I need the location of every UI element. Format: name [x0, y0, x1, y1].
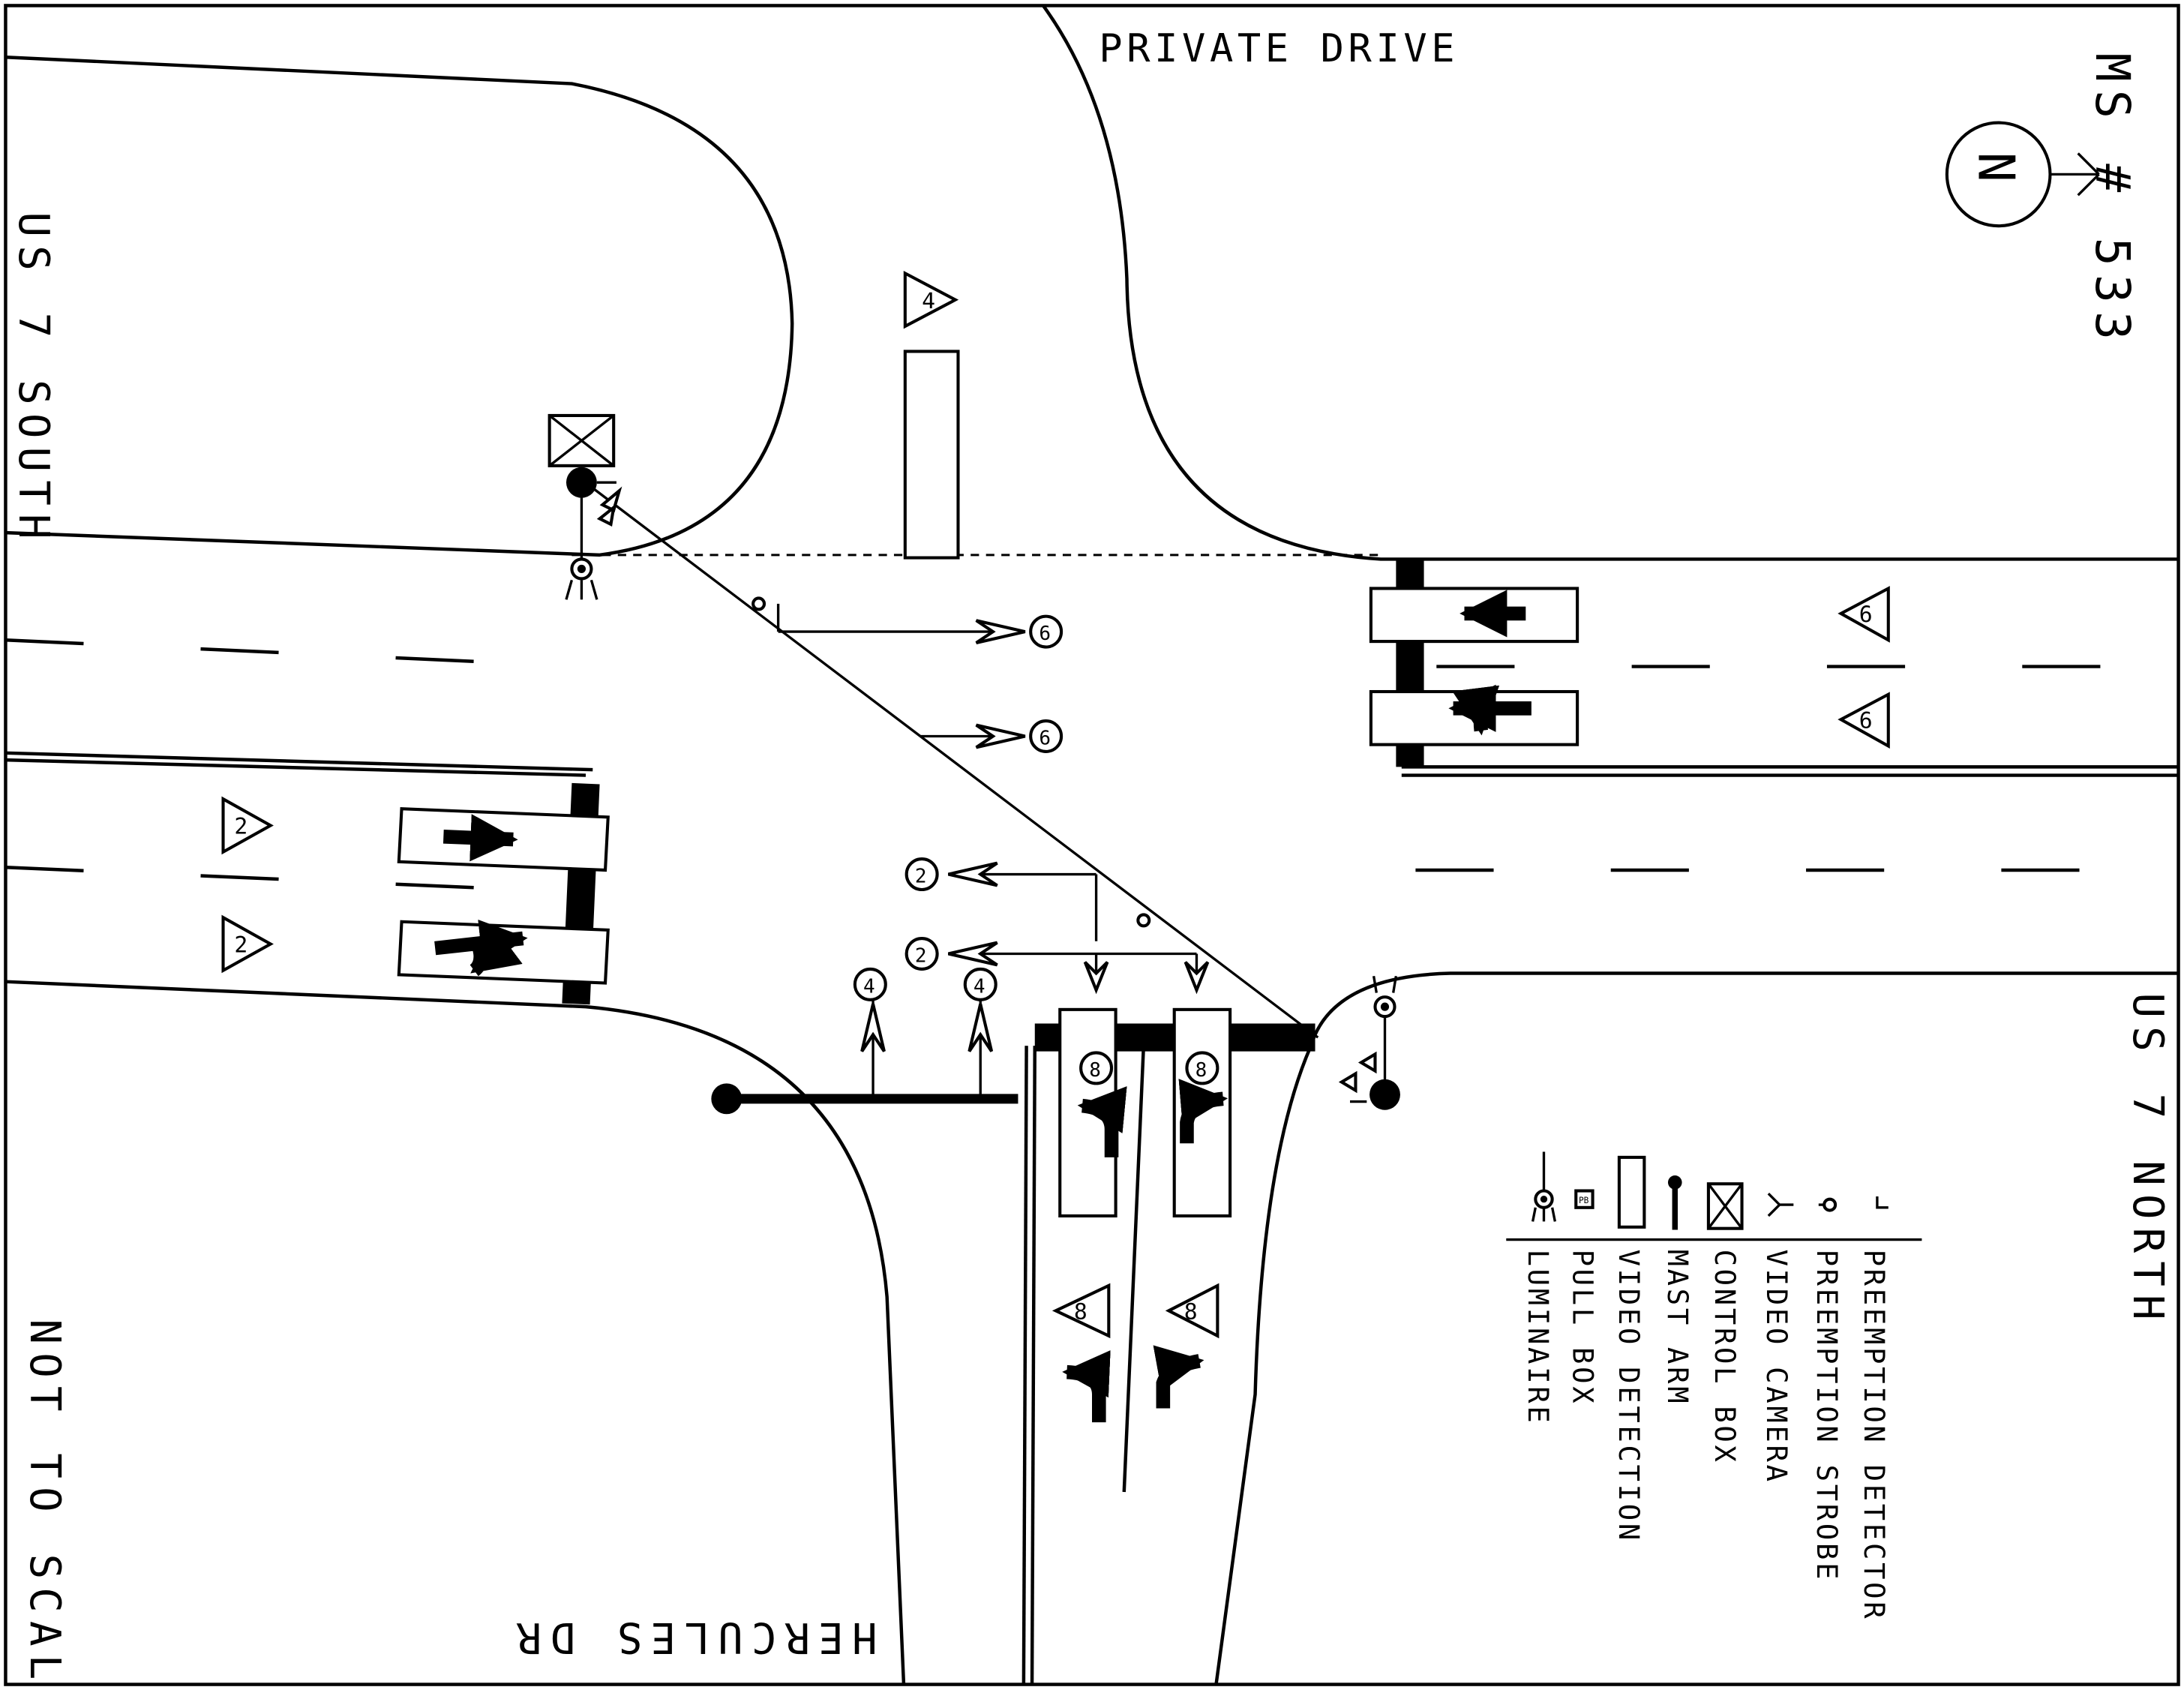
phase-triangle-south-left: 8	[1052, 1283, 1111, 1339]
phase-triangle-west-lower: 6	[1838, 692, 1890, 749]
us7-south-label: US 7 SOUTH	[9, 212, 58, 548]
detector-circle-6b: 6	[1029, 719, 1064, 753]
detector-circle-2b: 2	[904, 937, 939, 971]
phase-triangle-south-right: 8	[1165, 1283, 1220, 1339]
svg-text:2: 2	[234, 932, 248, 959]
svg-text:PB: PB	[1579, 1196, 1589, 1205]
legend-preemption-strobe: PREEMPTION STROBE	[1810, 1197, 1844, 1583]
svg-text:6: 6	[1039, 728, 1051, 750]
detector-circle-4a: 4	[853, 967, 887, 1001]
legend-pull-box: PB PULL BOX	[1567, 1189, 1600, 1406]
phase-triangle-north: 4	[903, 270, 959, 329]
svg-text:8: 8	[1089, 1059, 1101, 1082]
svg-text:LUMINAIRE: LUMINAIRE	[1522, 1250, 1555, 1426]
svg-text:2: 2	[915, 866, 927, 888]
not-to-scale-label: NOT TO SCALE	[20, 1319, 69, 1690]
svg-text:PREEMPTION DETECTOR: PREEMPTION DETECTOR	[1858, 1250, 1891, 1622]
phase-triangle-west-upper: 6	[1838, 586, 1890, 643]
southeast-pole-assembly	[1338, 975, 1400, 1110]
svg-text:6: 6	[1039, 623, 1051, 645]
svg-text:4: 4	[974, 976, 986, 998]
sheet-border	[4, 4, 2180, 1686]
detector-circle-2a: 2	[904, 857, 939, 892]
svg-text:PULL BOX: PULL BOX	[1567, 1250, 1600, 1406]
svg-text:VIDEO DETECTION: VIDEO DETECTION	[1612, 1250, 1646, 1543]
svg-text:8: 8	[1074, 1299, 1088, 1325]
detector-circle-4b: 4	[963, 967, 998, 1001]
detector-circle-6a: 6	[1029, 614, 1064, 649]
road-edges	[5, 5, 2179, 1685]
svg-text:2: 2	[915, 945, 927, 968]
legend-preemption-detector: PREEMPTION DETECTOR	[1858, 1196, 1891, 1621]
phase-triangle-east-lower: 2	[221, 914, 274, 974]
north-arrow: N	[1945, 121, 2100, 228]
svg-text:6: 6	[1859, 707, 1873, 734]
svg-text:2: 2	[234, 814, 248, 840]
svg-text:MAST ARM: MAST ARM	[1661, 1250, 1694, 1406]
legend: PREEMPTION DETECTOR PREEMPTION STROBE VI…	[1506, 1151, 1922, 1621]
legend-video-detection: VIDEO DETECTION	[1612, 1155, 1646, 1543]
legend-luminaire: LUMINAIRE	[1522, 1151, 1556, 1426]
svg-text:N: N	[1967, 152, 2026, 182]
svg-text:PREEMPTION STROBE: PREEMPTION STROBE	[1810, 1250, 1844, 1583]
svg-text:4: 4	[922, 288, 935, 314]
phase-triangle-east-upper: 2	[221, 796, 274, 855]
detector-circle-8a: 8	[1079, 1051, 1114, 1085]
svg-text:8: 8	[1196, 1059, 1208, 1082]
svg-text:4: 4	[863, 976, 875, 998]
hercules-dr-label: HERCULES DR	[508, 1613, 878, 1661]
detector-circle-8b: 8	[1185, 1051, 1220, 1085]
legend-control-box: CONTROL BOX	[1706, 1182, 1744, 1465]
north-pole-assembly	[548, 413, 622, 600]
legend-mast-arm: MAST ARM	[1661, 1175, 1694, 1406]
legend-video-camera: VIDEO CAMERA	[1760, 1193, 1794, 1484]
us7-north-label: US 7 NORTH	[2123, 993, 2172, 1328]
svg-text:VIDEO CAMERA: VIDEO CAMERA	[1760, 1250, 1793, 1484]
ms-number-label: MS # 533	[2085, 53, 2140, 349]
svg-text:6: 6	[1859, 602, 1873, 628]
southwest-mast-arm	[711, 1083, 1018, 1115]
camera-lines	[592, 487, 1319, 1099]
private-drive-label: PRIVATE DRIVE	[1099, 26, 1459, 71]
svg-text:8: 8	[1184, 1299, 1198, 1325]
svg-text:CONTROL BOX: CONTROL BOX	[1708, 1250, 1742, 1465]
lane-lines	[5, 554, 2179, 894]
lane-arrows	[434, 590, 1532, 1423]
